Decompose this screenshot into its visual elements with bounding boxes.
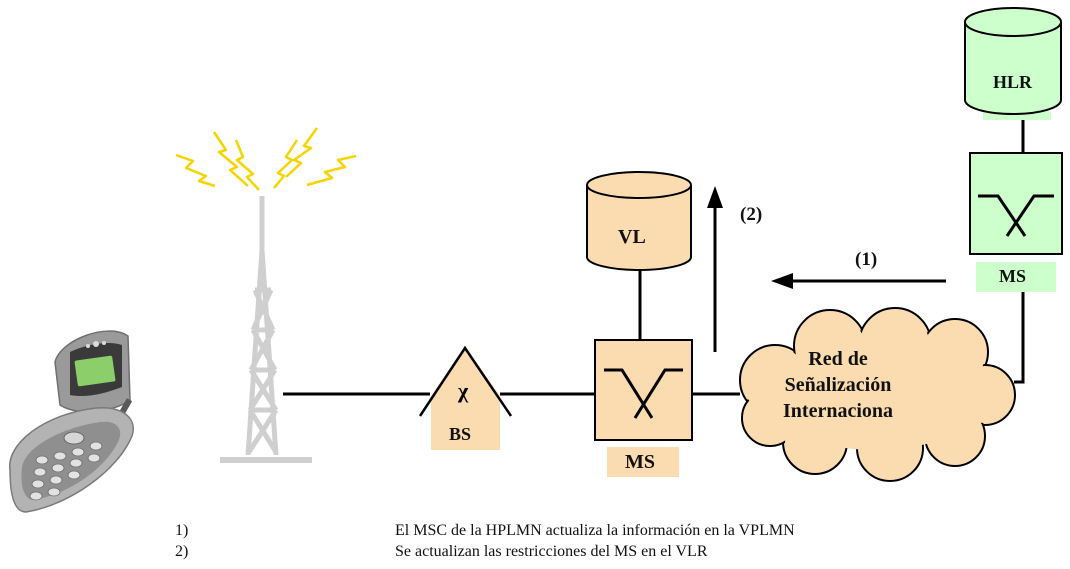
home-msc-label: MS <box>999 266 1026 286</box>
hmsc-cloud-link <box>1014 288 1025 384</box>
signaling-network-label: Red de Señalización Internaciona <box>748 346 928 424</box>
visited-msc-label: MS <box>625 451 655 473</box>
base-station: χ <box>418 345 513 450</box>
hlr-database <box>964 7 1062 120</box>
visited-msc-switch <box>594 339 693 477</box>
lightning-bolts <box>175 127 357 191</box>
home-msc-switch <box>969 152 1063 292</box>
legend-1-text: El MSC de la HPLMN actualiza la informac… <box>395 522 795 539</box>
cloud-line-1: Red de <box>808 348 868 370</box>
legend-2-text: Se actualizan las restricciones del MS e… <box>395 543 708 560</box>
arrow-2-head <box>707 186 723 208</box>
cloud-line-2: Señalización <box>784 374 892 396</box>
antenna-tower <box>220 196 312 463</box>
hlr-label: HLR <box>993 72 1033 92</box>
step-2-label: (2) <box>740 204 763 225</box>
base-station-label: BS <box>449 424 472 444</box>
svg-text:χ: χ <box>457 378 469 403</box>
vlr-database <box>586 171 692 271</box>
vlr-label: VL <box>618 226 646 248</box>
arrow-1-head <box>771 273 793 289</box>
signaling-network-cloud <box>739 307 1016 482</box>
cloud-line-3: Internaciona <box>783 400 893 422</box>
mobile-phone <box>9 330 134 513</box>
step-1-label: (1) <box>855 249 878 270</box>
legend-1-num: 1) <box>175 522 189 539</box>
legend-2-num: 2) <box>175 543 189 560</box>
